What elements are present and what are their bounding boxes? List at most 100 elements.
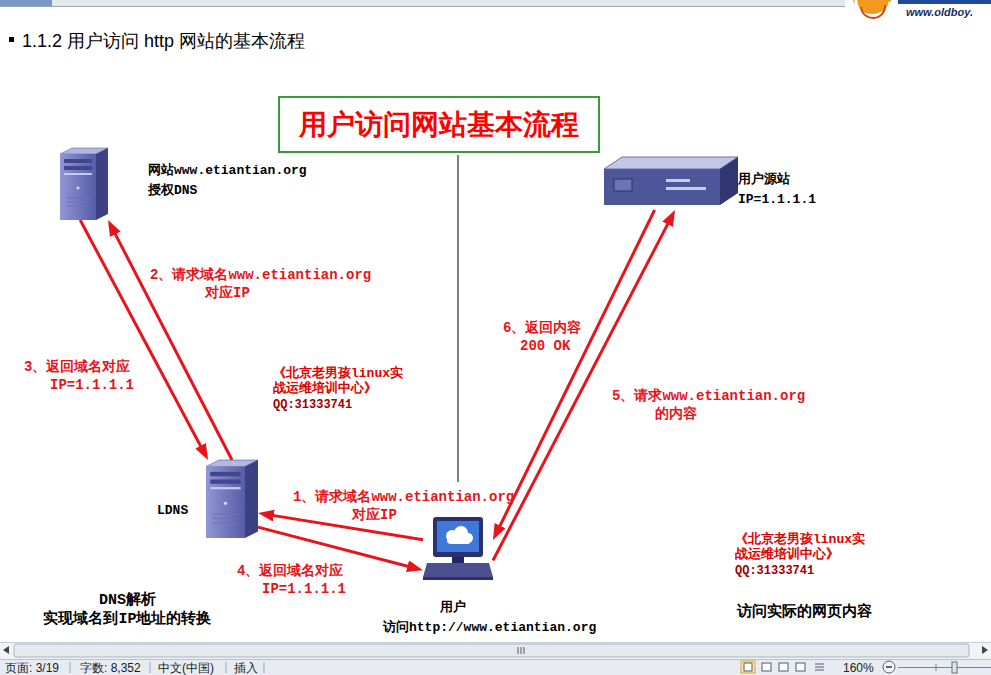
title-box: 用户访问网站基本流程 — [278, 96, 600, 153]
status-text: 页面: 3/19 — [5, 661, 59, 675]
node-label: LDNS — [157, 502, 188, 519]
web-server: 用户源站 IP=1.1.1.1 — [600, 155, 740, 210]
dns-server: 网站www.etiantian.org 授权DNS — [60, 148, 108, 220]
logo-text: www.oldboy. — [906, 6, 973, 19]
step-label: 2、请求域名www.etiantian.org 对应IP — [150, 266, 400, 302]
server-front — [206, 467, 245, 539]
status-bar — [0, 659, 991, 675]
ruler-edge — [0, 6, 845, 7]
status-text: 字数: 8,352 — [80, 661, 141, 675]
zoom-slider — [898, 667, 991, 668]
scroll-arrow — [3, 646, 9, 654]
view-icon — [815, 664, 824, 665]
step-label: 3、返回域名对应 IP=1.1.1.1 — [24, 358, 154, 394]
device-top — [604, 157, 738, 169]
computer-base — [423, 563, 493, 577]
status-text: 中文(中国) — [158, 661, 214, 675]
device-panel — [614, 179, 632, 191]
flow-arrow — [113, 229, 232, 460]
view-icon — [762, 663, 771, 671]
watermark: 《北京老男孩linux实战运维培训中心》 — [273, 366, 411, 396]
scrollbar-edge — [0, 642, 991, 643]
view-icon — [815, 667, 824, 668]
drive-bay — [210, 487, 240, 489]
flow-arrow — [80, 220, 203, 451]
server-front — [60, 154, 96, 220]
zoom-level: 160% — [843, 661, 874, 675]
dns-server: LDNS — [206, 460, 258, 538]
status-separator — [226, 662, 227, 673]
step-label: 6、返回内容 200 OK — [503, 319, 598, 355]
diagram-title: 用户访问网站基本流程 — [299, 108, 579, 142]
scroll-arrow — [982, 646, 988, 654]
logo-swirl — [861, 5, 885, 18]
scrollbar-thumb — [14, 644, 969, 657]
drive-bay — [210, 480, 240, 484]
monitor-stand — [452, 557, 464, 563]
node-label: 网站www.etiantian.org 授权DNS — [148, 161, 338, 201]
section-caption: DNS解析 实现域名到IP地址的转换 — [30, 591, 225, 629]
view-icon — [779, 663, 788, 671]
node-icon — [60, 148, 108, 220]
node-icon — [206, 460, 258, 538]
vent-line — [213, 514, 239, 515]
node-icon — [423, 515, 493, 580]
device-slot — [666, 187, 706, 190]
vent-line — [66, 198, 90, 199]
monitor-screen — [437, 521, 479, 552]
zoom-out-button — [883, 661, 895, 673]
server-side — [245, 460, 258, 538]
step-label: 4、返回域名对应 IP=1.1.1.1 — [237, 562, 367, 598]
section-heading: 1.1.2 用户访问 http 网站的基本流程 — [22, 30, 305, 52]
zoom-thumb — [952, 662, 957, 673]
node-label: 访问http://www.etiantian.org — [383, 619, 596, 636]
drive-bay — [210, 472, 240, 476]
screen-cloud — [447, 536, 471, 544]
watermark-qq: QQ:31333741 — [735, 564, 814, 578]
drive-bay — [64, 159, 92, 163]
vent-line — [213, 522, 239, 523]
node-label: 用户源站 IP=1.1.1.1 — [738, 170, 828, 210]
status-text: 插入 — [234, 661, 258, 675]
ruler-strip — [0, 0, 845, 6]
server-side — [96, 148, 108, 220]
power-light — [77, 187, 80, 190]
monitor-frame — [433, 517, 483, 557]
drive-bay — [64, 166, 92, 170]
status-separator — [70, 662, 71, 673]
power-light — [224, 502, 227, 505]
flow-arrow — [497, 210, 654, 531]
watermark: 《北京老男孩linux实战运维培训中心》 — [735, 532, 873, 562]
heading-bullet — [9, 37, 14, 42]
view-icon — [815, 670, 824, 671]
vent-line — [66, 206, 90, 207]
logo-band — [898, 0, 991, 4]
zoom-tick — [936, 664, 937, 671]
ruler-marker — [0, 0, 52, 6]
status-bar-edge — [0, 659, 991, 660]
step-label: 5、请求www.etiantian.org 的内容 — [612, 387, 822, 423]
scrollbar-grip — [521, 647, 522, 654]
scrollbar-grip — [524, 647, 525, 654]
scrollbar-grip — [518, 647, 519, 654]
node-label: 用户 — [440, 599, 466, 616]
section-caption: 访问实际的网页内容 — [737, 603, 872, 622]
scrollbar-track — [0, 642, 991, 659]
device-side — [720, 157, 738, 205]
node-icon — [600, 155, 740, 210]
view-icon — [744, 663, 752, 671]
vent-line — [213, 518, 239, 519]
zoom-out-sign — [886, 666, 892, 668]
status-separator — [264, 662, 265, 673]
flow-arrow — [258, 527, 413, 568]
view-button — [741, 661, 755, 673]
drive-bay — [64, 173, 92, 175]
logo-swirl — [856, 0, 890, 17]
device-slot — [666, 179, 690, 182]
device-front — [604, 169, 720, 205]
divider-line — [458, 155, 459, 482]
step-label: 1、请求域名www.etiantian.org 对应IP — [293, 488, 543, 524]
computer-base — [423, 577, 493, 580]
watermark-qq: QQ:31333741 — [273, 398, 352, 412]
status-separator — [150, 662, 151, 673]
